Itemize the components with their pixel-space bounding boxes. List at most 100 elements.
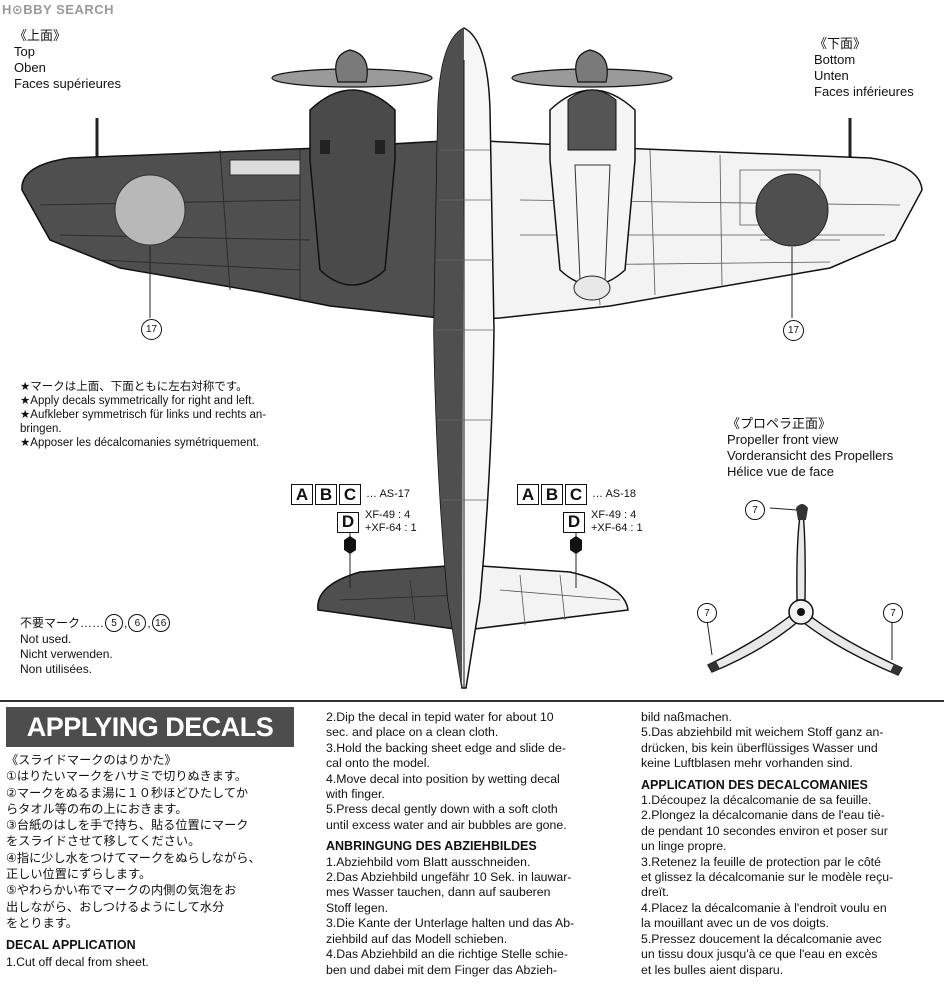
symmetry-note: ★マークは上面、下面ともに左右対称です。 ★Apply decals symme… xyxy=(20,380,310,450)
en-title: DECAL APPLICATION xyxy=(6,938,136,953)
bottom-title-en: Bottom xyxy=(814,52,856,67)
de-title: ANBRINGUNG DES ABZIEHBILDES xyxy=(326,839,537,854)
bottom-wing xyxy=(465,139,923,321)
paint-mix: +XF-64 : 1 xyxy=(365,522,417,534)
note-line: ★Apposer les décalcomanies symétriquemen… xyxy=(20,437,260,449)
aircraft-drawing xyxy=(21,27,923,689)
paint-code: … AS-18 xyxy=(592,488,637,500)
top-title-fr: Faces supérieures xyxy=(14,76,121,91)
top-view-label: 《上面》 Top Oben Faces supérieures xyxy=(14,28,121,92)
de-line: ziehbild auf das Modell schieben. xyxy=(326,931,508,946)
paint-box: B xyxy=(541,484,563,505)
tail-top xyxy=(317,564,463,631)
de-line: Stoff legen. xyxy=(326,900,388,915)
jp-line: 出しながら、おしつけるようにして水分 xyxy=(6,899,225,914)
prop-title-fr: Hélice vue de face xyxy=(727,464,834,479)
bottom-title-de: Unten xyxy=(814,68,849,83)
prop-title-de: Vorderansicht des Propellers xyxy=(727,448,894,463)
paint-code-right: A B C … AS-18 D XF-49 : 4 +XF-64 : 1 xyxy=(517,484,643,535)
not-used-number: 5 xyxy=(105,614,124,632)
paint-box-d: D xyxy=(563,511,585,533)
decal-7-top: 7 xyxy=(745,500,765,520)
not-used-en: Not used. xyxy=(20,632,72,646)
watermark: H⊙BBY SEARCH xyxy=(2,2,114,17)
de-line: ben und dabei mit dem Finger das Abzieh- xyxy=(326,962,558,977)
prop-title-jp: 《プロペラ正面》 xyxy=(727,416,832,431)
jp-line: をスライドさせて移してください。 xyxy=(6,834,201,849)
bottom-view-label: 《下面》 Bottom Unten Faces inférieures xyxy=(814,36,914,100)
instructions-col-3: bild naßmachen. 5.Das abziehbild mit wei… xyxy=(641,710,941,978)
fr-line: un linge propre. xyxy=(641,839,727,854)
roundel-top xyxy=(114,174,186,246)
top-title-en: Top xyxy=(14,44,35,59)
note-line: ★マークは上面、下面ともに左右対称です。 xyxy=(20,381,248,393)
not-used-jp: 不要マーク…… xyxy=(20,615,105,630)
nacelle-top xyxy=(309,89,396,286)
decal-17-top: 17 xyxy=(141,319,162,340)
note-line: ★Apply decals symmetrically for right an… xyxy=(20,395,255,407)
fr-title: APPLICATION DES DECALCOMANIES xyxy=(641,777,868,792)
de-line: 4.Das Abziehbild an die richtige Stelle … xyxy=(326,947,568,962)
paint-marker-left xyxy=(344,536,356,554)
jp-line: ③台紙のはしを手で持ち、貼る位置にマーク xyxy=(6,818,249,833)
en-line: cal onto the model. xyxy=(326,756,430,771)
jp-line: をとります。 xyxy=(6,915,78,930)
de-line: keine Luftblasen mehr vorhanden sind. xyxy=(641,756,853,771)
propeller-view-label: 《プロペラ正面》 Propeller front view Vorderansi… xyxy=(727,416,893,480)
instructions-col-1: 《スライドマークのはりかた》 ①はりたいマークをハサミで切りぬきます。 ②マーク… xyxy=(6,752,306,970)
not-used-number: 6 xyxy=(128,614,147,632)
en-line: 3.Hold the backing sheet edge and slide … xyxy=(326,740,566,755)
paint-box: A xyxy=(291,484,313,505)
fr-line: la mouillant avec un de vos doigts. xyxy=(641,916,829,931)
prop-title-en: Propeller front view xyxy=(727,432,839,447)
jp-title: 《スライドマークのはりかた》 xyxy=(6,753,177,767)
section-divider xyxy=(0,700,944,702)
note-line: bringen. xyxy=(20,423,62,435)
paint-box: B xyxy=(315,484,337,505)
not-used-number: 16 xyxy=(151,614,170,632)
jp-line: ①はりたいマークをハサミで切りぬきます。 xyxy=(6,769,248,784)
jp-line: ⑤やわらかい布でマークの内側の気泡をお xyxy=(6,883,237,898)
fr-line: 2.Plongez la décalcomanie dans de l'eau … xyxy=(641,808,885,823)
fr-line: 5.Pressez doucement la décalcomanie avec xyxy=(641,931,882,946)
fr-line: de pendant 10 secondes environ et poser … xyxy=(641,823,888,838)
propeller-front-view xyxy=(706,504,903,676)
fr-line: dreït. xyxy=(641,885,670,900)
en-line: 5.Press decal gently down with a soft cl… xyxy=(326,802,558,817)
paint-box: A xyxy=(517,484,539,505)
en-line: until excess water and air bubbles are g… xyxy=(326,817,567,832)
fr-line: 1.Découpez la décalcomanie de sa feuille… xyxy=(641,793,872,808)
paint-box: C xyxy=(339,484,361,505)
top-title-jp: 《上面》 xyxy=(14,28,67,43)
jp-line: 正しい位置にずらします。 xyxy=(6,867,152,882)
fr-line: et glissez la décalcomanie sur le modèle… xyxy=(641,870,894,885)
decal-17-bottom: 17 xyxy=(783,320,804,341)
paint-box-d: D xyxy=(337,511,359,533)
paint-code: … AS-17 xyxy=(366,488,411,500)
not-used-fr: Non utilisées. xyxy=(20,662,93,676)
fr-line: et les bulles aient disparu. xyxy=(641,962,784,977)
not-used-de: Nicht verwenden. xyxy=(20,647,113,661)
de-line: 5.Das abziehbild mit weichem Stoff ganz … xyxy=(641,725,884,740)
paint-marker-right xyxy=(570,536,582,554)
jp-line: ②マークをぬるま湯に１０秒ほどひたしてか xyxy=(6,785,249,800)
top-title-de: Oben xyxy=(14,60,46,75)
en-line: 4.Move decal into position by wetting de… xyxy=(326,771,560,786)
fr-line: un tissu doux jusqu'à ce que l'eau en ex… xyxy=(641,947,878,962)
applying-decals-banner: APPLYING DECALS xyxy=(6,707,294,747)
jp-line: ④指に少し水をつけてマークをぬらしながら、 xyxy=(6,850,261,865)
fr-line: 3.Retenez la feuille de protection par l… xyxy=(641,854,881,869)
de-line: 3.Die Kante der Unterlage halten und das… xyxy=(326,916,575,931)
not-used-note: 不要マーク…… 5, 6, 16 Not used. Nicht verwend… xyxy=(20,614,170,677)
en-line: with finger. xyxy=(326,787,385,802)
en-line: 2.Dip the decal in tepid water for about… xyxy=(326,710,554,724)
tail-bottom xyxy=(465,564,629,631)
en-line: sec. and place on a clean cloth. xyxy=(326,725,499,740)
en-line: 1.Cut off decal from sheet. xyxy=(6,954,149,969)
paint-mix: XF-49 : 4 xyxy=(591,509,637,521)
decal-7-left: 7 xyxy=(697,603,717,623)
paint-box: C xyxy=(565,484,587,505)
de-line: 2.Das Abziehbild ungefähr 10 Sek. in lau… xyxy=(326,870,572,885)
de-line: bild naßmachen. xyxy=(641,710,732,724)
paint-mix: XF-49 : 4 xyxy=(365,509,411,521)
